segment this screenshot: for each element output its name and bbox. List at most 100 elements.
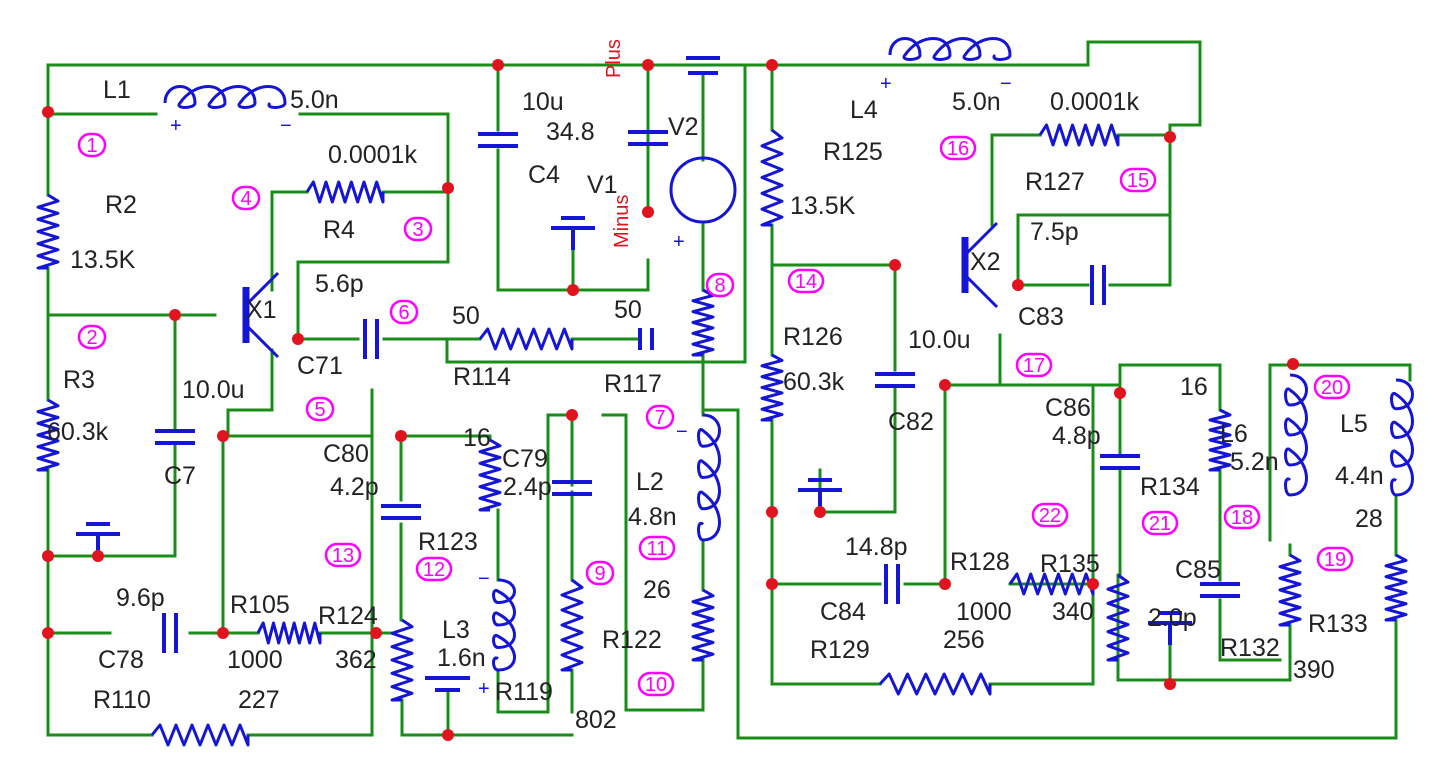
ground-l3 — [425, 676, 470, 692]
node-label-11: 11 — [647, 538, 668, 560]
wire-17 — [1086, 40, 1202, 287]
l3-inductor — [492, 578, 516, 672]
r127-resistor — [1038, 123, 1120, 147]
label-c86: C86 — [1045, 394, 1091, 422]
c79-capacitor — [552, 480, 592, 496]
node-marker-2 — [77, 324, 107, 350]
supply-labels: Plus Minus — [603, 39, 633, 248]
c85-capacitor — [1200, 582, 1240, 598]
label-c4: C4 — [528, 161, 560, 189]
wires — [46, 40, 1412, 740]
label-l2v: 4.8n — [628, 503, 677, 531]
label-r129: R129 — [810, 636, 870, 664]
junction-dot-13 — [492, 59, 504, 71]
label-r132v: 390 — [1293, 656, 1335, 684]
label-r125v: 13.5K — [790, 192, 856, 220]
junction-dot-21 — [939, 379, 951, 391]
label-r2: R2 — [105, 191, 137, 219]
label-v1: V1 — [587, 171, 618, 199]
wire-12 — [378, 434, 403, 635]
r3-resistor — [36, 398, 60, 472]
label-c71v: 5.6p — [315, 270, 364, 298]
label-r114: R114 — [453, 363, 511, 391]
label-r2v: 13.5K — [70, 246, 136, 274]
polarity-mark-2: + — [673, 231, 685, 253]
label-r133: R133 — [1308, 610, 1368, 638]
polarity-mark-0: + — [170, 115, 182, 137]
junction-dot-12 — [442, 729, 454, 741]
l1-inductor — [163, 85, 287, 109]
junction-dot-0 — [42, 106, 54, 118]
label-c85v: 2.0p — [1148, 604, 1197, 632]
label-x2: X2 — [970, 248, 1001, 276]
plus-label: Plus — [603, 39, 625, 78]
r133-resistor — [1384, 553, 1408, 622]
label-r110v: 227 — [238, 686, 280, 714]
r132-resistor — [1278, 553, 1302, 627]
junction-dot-24 — [766, 578, 778, 590]
label-r117v: 50 — [614, 296, 642, 324]
polarity-mark-1: − — [280, 115, 292, 137]
label-r122v: 26 — [643, 576, 671, 604]
label-r134: R134 — [1140, 473, 1200, 501]
node-label-6: 6 — [398, 302, 409, 324]
label-r126: R126 — [783, 323, 843, 351]
c7-capacitor — [155, 429, 195, 445]
label-r124v: 362 — [335, 646, 377, 674]
junction-dot-26 — [1087, 578, 1099, 590]
label-l3: L3 — [442, 616, 470, 644]
wire-22 — [990, 133, 1172, 227]
v1-source — [628, 130, 668, 146]
junction-dot-29 — [1287, 358, 1299, 370]
node-label-18: 18 — [1231, 507, 1253, 529]
label-r128: R128 — [950, 548, 1010, 576]
node-label-10: 10 — [645, 674, 667, 696]
r135-resistor — [1106, 573, 1130, 662]
label-r135v: 340 — [1052, 598, 1094, 626]
polarity-mark-3: + — [880, 73, 892, 95]
label-c4v: 10u — [522, 88, 564, 116]
ground-c4 — [551, 216, 595, 250]
c80-capacitor — [381, 504, 421, 520]
node-label-2: 2 — [86, 327, 97, 349]
junction-dot-15 — [766, 59, 778, 71]
label-l6: L6 — [1220, 420, 1248, 448]
label-v1v: 34.8 — [546, 118, 595, 146]
node-marker-6 — [389, 299, 419, 325]
r117-marker — [638, 328, 654, 350]
polarity-mark-5: + — [478, 678, 490, 700]
ground-c85 — [1148, 611, 1192, 645]
label-l2: L2 — [636, 468, 664, 496]
junction-dot-14 — [642, 59, 654, 71]
node-label-14: 14 — [795, 271, 817, 293]
junction-dot-18 — [889, 259, 901, 271]
junction-dot-16 — [642, 206, 654, 218]
r4-resistor — [305, 180, 385, 204]
junction-dot-17 — [567, 284, 579, 296]
node-label-9: 9 — [594, 563, 605, 585]
x1-transistor-leads — [244, 271, 280, 359]
label-r133v: 28 — [1355, 505, 1383, 533]
label-r132: R132 — [1220, 634, 1280, 662]
label-c84: C84 — [820, 598, 866, 626]
r124-resistor — [390, 618, 414, 702]
c71-capacitor — [363, 319, 379, 359]
r134-resistor — [1208, 408, 1232, 472]
node-marker-20 — [1313, 374, 1351, 400]
label-c84v: 14.8p — [845, 533, 908, 561]
r119-resistor — [560, 578, 584, 672]
wire-2 — [46, 313, 217, 558]
wire-15 — [400, 688, 574, 737]
label-r129v: 256 — [943, 626, 985, 654]
node-label-1: 1 — [86, 135, 97, 157]
label-c82v: 10.0u — [908, 326, 971, 354]
label-c7v: 10.0u — [182, 376, 245, 404]
node-marker-21 — [1141, 510, 1179, 536]
node-label-22: 22 — [1039, 505, 1061, 527]
label-r135: R135 — [1040, 550, 1100, 578]
label-c79: C79 — [502, 445, 548, 473]
label-r4v: 0.0001k — [328, 141, 417, 169]
label-r105v: 1000 — [227, 646, 283, 674]
node-marker-7 — [645, 404, 675, 430]
